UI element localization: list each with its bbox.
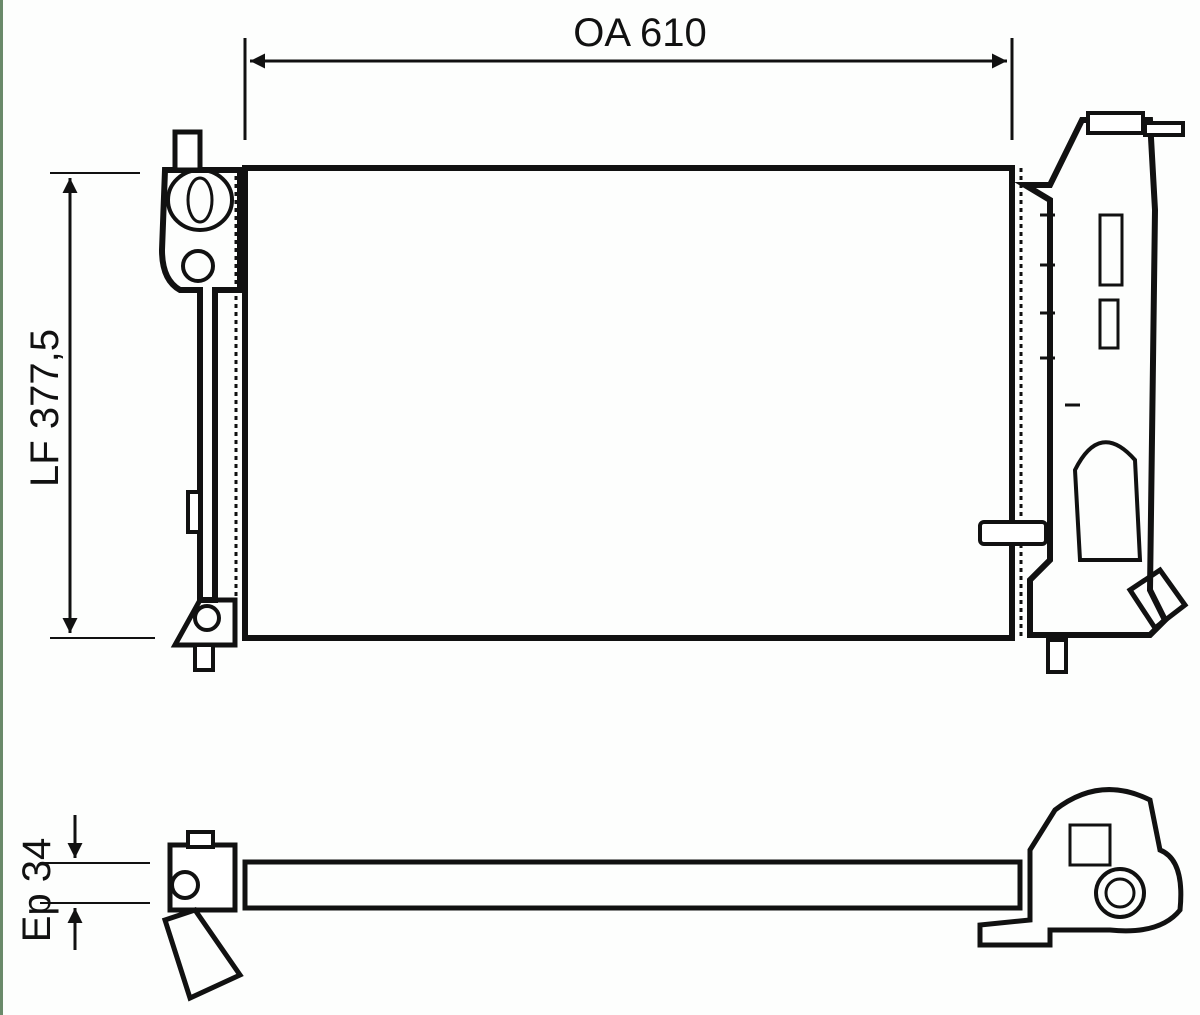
radiator-core xyxy=(234,165,1023,641)
width-dimension: OA 610 xyxy=(243,11,1014,140)
height-dimension: LF 377,5 xyxy=(23,172,155,639)
thickness-label: Ep 34 xyxy=(15,838,59,943)
thickness-dimension: Ep 34 xyxy=(15,815,150,950)
bottom-view xyxy=(161,787,1184,1002)
left-tank xyxy=(158,129,243,672)
left-edge-strip xyxy=(0,0,3,1015)
width-label: OA 610 xyxy=(573,11,706,55)
height-label: LF 377,5 xyxy=(23,329,67,487)
right-tank xyxy=(978,111,1189,674)
